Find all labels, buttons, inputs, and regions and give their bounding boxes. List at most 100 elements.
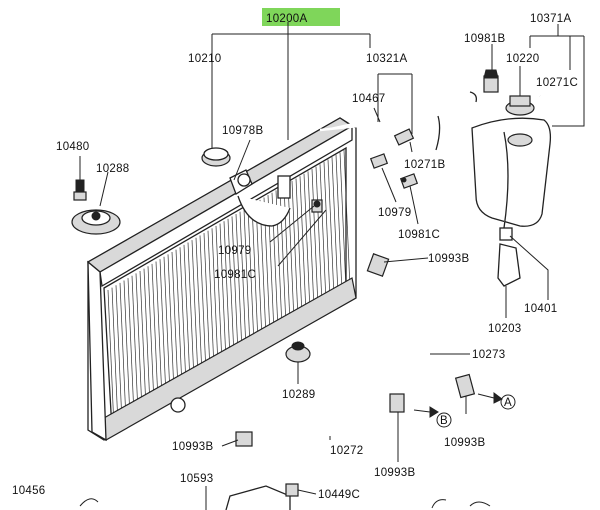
fin-line (295, 178, 303, 317)
fin-line (291, 180, 299, 319)
fin-line (331, 157, 339, 296)
overflow-pipe-end (469, 91, 478, 103)
label-10371A: 10371A (530, 13, 571, 25)
gasket-10981C-right (399, 173, 419, 189)
fin-line (127, 278, 135, 417)
part-labels: 10200A 10210 10321A 10467 10981B 10371A … (12, 13, 578, 501)
fin-line (183, 244, 191, 383)
bolt-10979 (311, 199, 323, 213)
fin-line (187, 242, 195, 381)
reservoir-cap-10220 (505, 95, 535, 116)
cap-10288 (71, 209, 121, 235)
label-10200A: 10200A (266, 13, 307, 25)
fin-line (207, 230, 215, 369)
bracket-10593 (225, 485, 291, 510)
fin-line (167, 254, 175, 393)
hose-clamp-10993B-left (235, 431, 253, 447)
fin-line (287, 183, 295, 322)
label-10288: 10288 (96, 163, 129, 175)
fin-line (247, 206, 255, 345)
grommet-10981B (483, 69, 499, 93)
fin-line (231, 216, 239, 355)
hose-10271C-inner (539, 94, 568, 127)
label-10480: 10480 (56, 141, 89, 153)
fin-line (323, 161, 331, 300)
arrow-to-b (413, 406, 439, 418)
fin-line (123, 280, 131, 419)
label-10456: 10456 (12, 485, 45, 497)
radiator-fins (107, 149, 351, 429)
fin-line (175, 249, 183, 388)
lower-hose-10273 (368, 260, 450, 386)
fin-line (151, 263, 159, 402)
wire-10456 (79, 498, 99, 507)
fin-line (119, 282, 127, 421)
fin-line (203, 233, 211, 372)
fin-line (143, 268, 151, 407)
label-10449C: 10449C (318, 489, 360, 501)
radiator-side-bar (87, 260, 107, 442)
drain-plug-10480 (73, 179, 87, 201)
fin-line (199, 235, 207, 374)
fin-line (311, 168, 319, 307)
label-10993B-right: 10993B (444, 437, 485, 449)
marker-b-circle (436, 412, 452, 428)
fin-line (147, 266, 155, 405)
label-10993B-mid: 10993B (374, 467, 415, 479)
overflow-pipe-inner (319, 94, 477, 132)
fin-line (163, 256, 171, 395)
label-10271B: 10271B (404, 159, 445, 171)
label-10593: 10593 (180, 473, 213, 485)
fin-line (235, 214, 243, 353)
label-10993B-top: 10993B (428, 253, 469, 265)
fin-line (215, 225, 223, 364)
label-10271C: 10271C (536, 77, 578, 89)
marker-b-label: B (440, 415, 448, 427)
fin-line (243, 209, 251, 348)
drain-cock (170, 397, 186, 413)
fin-line (307, 171, 315, 310)
label-10321A: 10321A (366, 53, 407, 65)
fin-line (227, 218, 235, 357)
fan-switch-10979 (369, 153, 389, 169)
fin-line (135, 273, 143, 412)
arrow-to-a (477, 392, 503, 404)
fin-line (327, 159, 335, 298)
label-10979-left: 10979 (218, 245, 251, 257)
fin-line (111, 287, 119, 426)
label-10289: 10289 (282, 389, 315, 401)
fin-line (339, 152, 347, 291)
upper-hose-outlet (229, 169, 291, 227)
fin-line (319, 164, 327, 303)
stray-curve (431, 499, 491, 509)
fin-line (139, 271, 147, 410)
fin-line (131, 275, 139, 414)
radiator-cap-10210 (201, 147, 231, 167)
reservoir-tank-10371A (471, 117, 552, 229)
fin-line (171, 252, 179, 391)
label-10210: 10210 (188, 53, 221, 65)
fin-line (299, 176, 307, 315)
fin-line (315, 166, 323, 305)
label-10978B: 10978B (222, 125, 263, 137)
fin-line (251, 204, 259, 343)
fin-line (239, 211, 247, 350)
label-10272: 10272 (330, 445, 363, 457)
fin-line (179, 247, 187, 386)
marker-a-label: A (504, 397, 512, 409)
fin-line (303, 173, 311, 312)
fin-line (211, 228, 219, 367)
fin-line (155, 261, 163, 400)
label-10993B-left: 10993B (172, 441, 213, 453)
fin-line (219, 223, 227, 362)
clip-10271B (393, 128, 415, 146)
bracket-10203 (497, 227, 521, 287)
fin-line (115, 285, 123, 424)
hose-clamp-10993B-right (454, 373, 476, 399)
part-number-highlight (262, 8, 340, 26)
label-10203: 10203 (488, 323, 521, 335)
label-10467: 10467 (352, 93, 385, 105)
fin-line (255, 202, 263, 341)
fin-line (335, 154, 343, 293)
leader-lines (79, 22, 585, 510)
